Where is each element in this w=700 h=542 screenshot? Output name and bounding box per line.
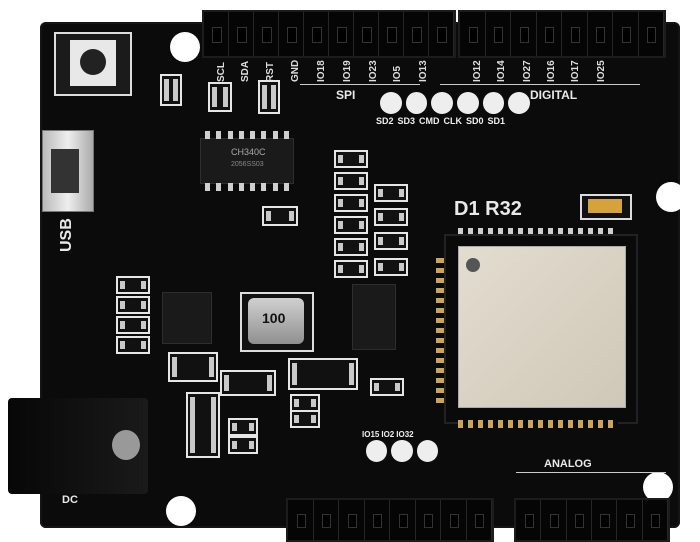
mounting-hole [656,182,686,212]
mounting-hole [166,496,196,526]
pcb-board: SCL SDA RST GND IO18 IO19 IO23 IO5 IO13 … [8,10,686,542]
flash-pads [380,92,531,114]
mounting-hole [170,32,200,62]
silk-line [440,84,640,85]
smd-resistor [116,316,150,334]
smd-resistor [374,232,408,250]
smd-resistor [290,410,320,428]
regulator-chip [162,292,212,344]
smd-capacitor [220,370,276,396]
smd-diode [186,392,220,458]
smd-resistor [334,150,368,168]
silk-line [300,84,420,85]
pin-label: IO17 [570,60,581,82]
micro-usb-icon[interactable] [42,130,94,212]
pin-label: SCL [216,62,227,82]
ldo-regulator [352,284,396,350]
serial-chip-label: CH340C [231,147,266,157]
smd-resistor [334,172,368,190]
digital-label: DIGITAL [530,88,578,102]
pin-label: IO16 [546,60,557,82]
header-top-right [458,10,666,58]
smd-resistor [116,336,150,354]
tantalum-capacitor [580,194,632,220]
serial-chip: CH340C 2056SS03 [200,131,294,191]
smd-diode [168,352,218,382]
header-bottom-right [514,498,670,542]
dc-label: DC [62,494,78,506]
pin-label: RST [265,62,276,82]
usb-label: USB [58,218,75,252]
dc-jack-icon [8,398,148,494]
board-name-label: D1 R32 [454,198,522,220]
smd-resistor [374,258,408,276]
spi-label: SPI [336,88,356,102]
pin-label: IO19 [342,60,353,82]
header-bottom-left [286,498,494,542]
mounting-hole [643,472,673,502]
module-pins-bottom [458,420,618,428]
io-pads [366,440,438,462]
smd-resistor [160,74,182,106]
smd-resistor [374,184,408,202]
smd-resistor [370,378,404,396]
header-top-left [202,10,456,58]
module-pins-left [436,258,444,408]
reset-button-icon[interactable] [54,32,132,96]
silk-line [516,472,666,473]
inductor-label: 100 [262,310,286,326]
pin-label: IO23 [368,60,379,82]
smd-resistor [228,418,258,436]
inductor-icon: 100 [240,292,314,352]
smd-resistor [334,216,368,234]
smd-resistor [116,276,150,294]
pin-label: IO12 [472,60,483,82]
smd-resistor [262,206,298,226]
pin-label: IO14 [496,60,507,82]
module-pins-top [458,228,618,234]
analog-label: ANALOG [544,458,592,470]
pin-label: IO18 [316,60,327,82]
pin-label: SDA [240,60,251,82]
smd-resistor [334,238,368,256]
smd-resistor [208,82,232,112]
smd-resistor [258,80,280,114]
pin-label: IO5 [392,65,403,82]
serial-chip-sub: 2056SS03 [231,161,264,168]
smd-resistor [116,296,150,314]
pin-label: GND [290,59,301,82]
esp32-module-icon [444,234,638,424]
smd-resistor [334,260,368,278]
pin-label: IO27 [522,60,533,82]
smd-resistor [228,436,258,454]
pin-label: IO25 [596,60,607,82]
smd-diode [288,358,358,390]
pin-label: IO13 [418,60,429,82]
smd-resistor [374,208,408,226]
smd-resistor [334,194,368,212]
